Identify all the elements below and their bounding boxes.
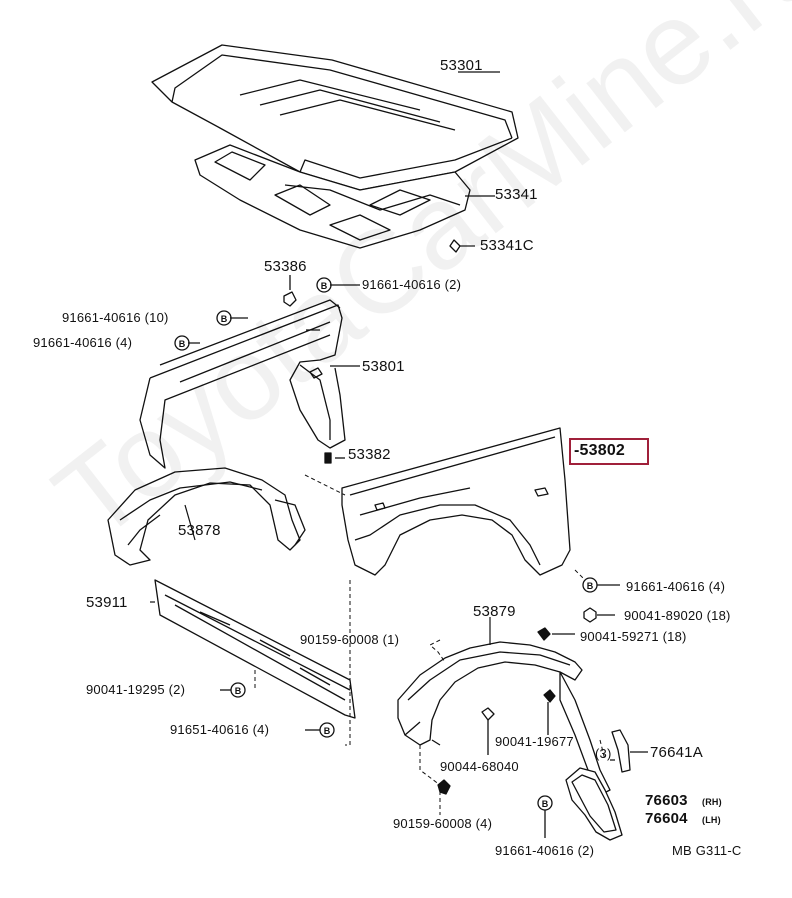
clip-icon — [481, 707, 495, 721]
label-91661-40616-2[interactable]: 91661-40616 (2) — [362, 277, 462, 292]
label-90159-60008-4[interactable]: 90159-60008 (4) — [393, 816, 493, 831]
label-90044-68040[interactable]: 90044-68040 — [440, 759, 519, 774]
highlight-box — [569, 438, 649, 465]
svg-text:B: B — [221, 314, 228, 324]
label-lh: (LH) — [702, 815, 721, 825]
label-90041-19677[interactable]: 90041-19677 — [495, 734, 574, 749]
label-53341c[interactable]: 53341C — [480, 237, 534, 254]
label-76604[interactable]: 76604 — [645, 810, 688, 827]
label-90159-60008-1[interactable]: 90159-60008 (1) — [300, 632, 400, 647]
svg-text:B: B — [321, 281, 328, 291]
label-53801[interactable]: 53801 — [362, 358, 405, 375]
svg-text:B: B — [542, 799, 549, 809]
diagram-code: MB G311-C — [672, 843, 742, 858]
splash-shield-53878 — [107, 467, 306, 566]
label-90041-89020[interactable]: 90041-89020 (18) — [624, 608, 731, 623]
svg-text:B: B — [235, 686, 242, 696]
label-91661-40616-4a[interactable]: 91661-40616 (4) — [33, 335, 133, 350]
label-91661-40616-10[interactable]: 91661-40616 (10) — [62, 310, 169, 325]
screw-icon — [543, 689, 556, 703]
clip-icon — [437, 779, 451, 795]
svg-text:B: B — [324, 726, 331, 736]
label-53911[interactable]: 53911 — [86, 594, 128, 611]
label-53382[interactable]: 53382 — [348, 446, 391, 463]
hood-panel — [151, 44, 519, 199]
leader-lines — [254, 474, 606, 815]
label-qty-3: (3) — [595, 746, 612, 761]
front-fender-53802 — [341, 427, 571, 576]
nut-icon — [583, 607, 597, 623]
svg-text:B: B — [179, 339, 186, 349]
label-53386[interactable]: 53386 — [264, 258, 307, 275]
label-91661-40616-2b[interactable]: 91661-40616 (2) — [495, 843, 595, 858]
label-91661-40616-4b[interactable]: 91661-40616 (4) — [626, 579, 726, 594]
mud-flap — [565, 767, 623, 841]
label-53301[interactable]: 53301 — [440, 57, 483, 74]
lower-plate-53911 — [154, 579, 356, 719]
clip-53382 — [324, 452, 332, 464]
label-90041-19295[interactable]: 90041-19295 (2) — [86, 682, 186, 697]
svg-text:B: B — [587, 581, 594, 591]
clip-53386 — [283, 291, 297, 307]
label-53341[interactable]: 53341 — [495, 186, 538, 203]
label-53878[interactable]: 53878 — [178, 522, 221, 539]
hood-inner-frame — [194, 144, 471, 249]
label-rh: (RH) — [702, 797, 722, 807]
label-90041-59271[interactable]: 90041-59271 (18) — [580, 629, 687, 644]
label-53802[interactable]: -53802 — [574, 442, 626, 459]
label-76641a[interactable]: 76641A — [650, 744, 703, 761]
apron-53801 — [139, 299, 346, 469]
label-76603[interactable]: 76603 — [645, 792, 688, 809]
label-91651-40616[interactable]: 91651-40616 (4) — [170, 722, 270, 737]
screw-icon — [537, 627, 551, 641]
label-53879[interactable]: 53879 — [473, 603, 516, 620]
mud-flap-bracket — [611, 729, 631, 773]
